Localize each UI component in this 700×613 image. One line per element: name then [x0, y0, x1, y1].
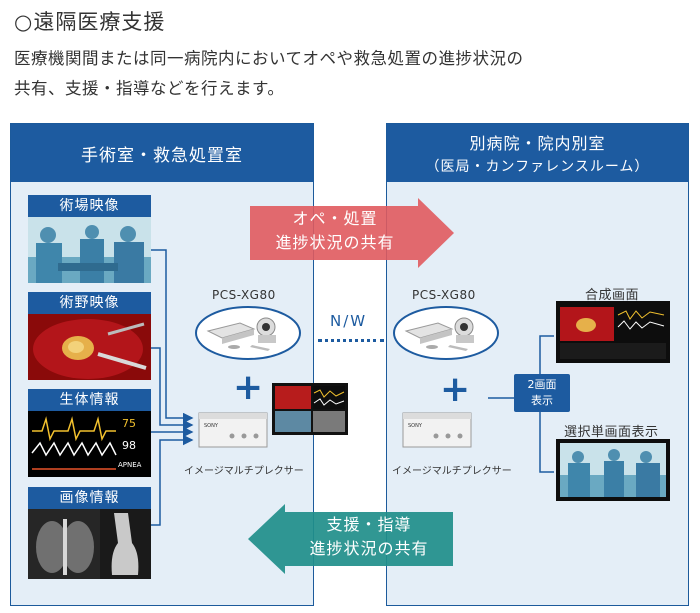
support-arrow-line-1: 支援・指導 — [326, 515, 412, 534]
surgical-field-source: 術野映像 — [28, 292, 151, 380]
remote-room-subtitle: （医局・カンファレンスルーム） — [425, 159, 650, 175]
description: 医療機関間または同一病院内においてオペや救急処置の進捗状況の 共有、支援・指導な… — [14, 44, 694, 104]
left-plus-icon: + — [233, 367, 264, 408]
surgery-scene-image — [28, 217, 151, 283]
left-videoconf-unit — [194, 305, 302, 365]
description-line-2: 共有、支援・指導などを行えます。 — [14, 79, 285, 98]
description-line-1: 医療機関間または同一病院内においてオペや救急処置の進捗状況の — [14, 49, 524, 68]
composite-screen-monitor — [556, 301, 670, 367]
share-progress-arrow: オペ・処置 進捗状況の共有 — [250, 198, 455, 268]
network-label: N/W — [330, 312, 368, 330]
vital-signs-label: 生体情報 — [28, 389, 151, 411]
operating-room-header: 手術室・救急処置室 — [11, 124, 313, 182]
right-device-label: PCS-XG80 — [412, 288, 476, 302]
left-multiplexer-label: イメージマルチプレクサー — [184, 466, 304, 477]
xray-image — [28, 509, 151, 579]
svg-text:SONY: SONY — [408, 423, 423, 429]
image-info-label: 画像情報 — [28, 487, 151, 509]
surgical-field-label: 術野映像 — [28, 292, 151, 314]
vital-value-1: 75 — [122, 417, 136, 430]
left-image-multiplexer: SONY — [198, 410, 268, 454]
two-screen-badge: 2画面 表示 — [514, 374, 570, 412]
vital-value-2: 98 — [122, 439, 136, 452]
svg-text:SONY: SONY — [204, 423, 219, 429]
remote-room-header: 別病院・院内別室 （医局・カンファレンスルーム） — [387, 124, 688, 182]
left-composite-monitor — [272, 383, 348, 439]
page-title: ○遠隔医療支援 — [14, 10, 166, 34]
surgical-field-image — [28, 314, 151, 380]
vital-signs-monitor: 75 98 APNEA — [28, 411, 151, 477]
right-plus-icon: + — [440, 369, 471, 410]
badge-line-2: 表示 — [531, 394, 553, 407]
composite-screen-label: 合成画面 — [585, 288, 640, 303]
support-guidance-arrow: 支援・指導 進捗状況の共有 — [248, 504, 453, 574]
share-arrow-line-1: オペ・処置 — [292, 209, 378, 228]
vital-signs-source: 生体情報 75 98 APNEA — [28, 389, 151, 477]
right-image-multiplexer: SONY — [402, 410, 472, 454]
single-screen-label: 選択単画面表示 — [564, 425, 659, 440]
single-screen-monitor — [556, 439, 670, 505]
remote-room-title: 別病院・院内別室 — [469, 134, 606, 153]
share-arrow-line-2: 進捗状況の共有 — [275, 233, 395, 252]
operating-room-title: 手術室・救急処置室 — [81, 145, 243, 166]
vital-value-3: APNEA — [118, 461, 142, 469]
surgery-scene-label: 術場映像 — [28, 195, 151, 217]
support-arrow-line-2: 進捗状況の共有 — [309, 539, 429, 558]
badge-line-1: 2画面 — [527, 378, 557, 391]
right-videoconf-unit — [392, 305, 500, 365]
left-device-label: PCS-XG80 — [212, 288, 276, 302]
image-info-source: 画像情報 — [28, 487, 151, 579]
network-link — [318, 339, 384, 342]
right-multiplexer-label: イメージマルチプレクサー — [392, 466, 512, 477]
surgery-scene-source: 術場映像 — [28, 195, 151, 283]
